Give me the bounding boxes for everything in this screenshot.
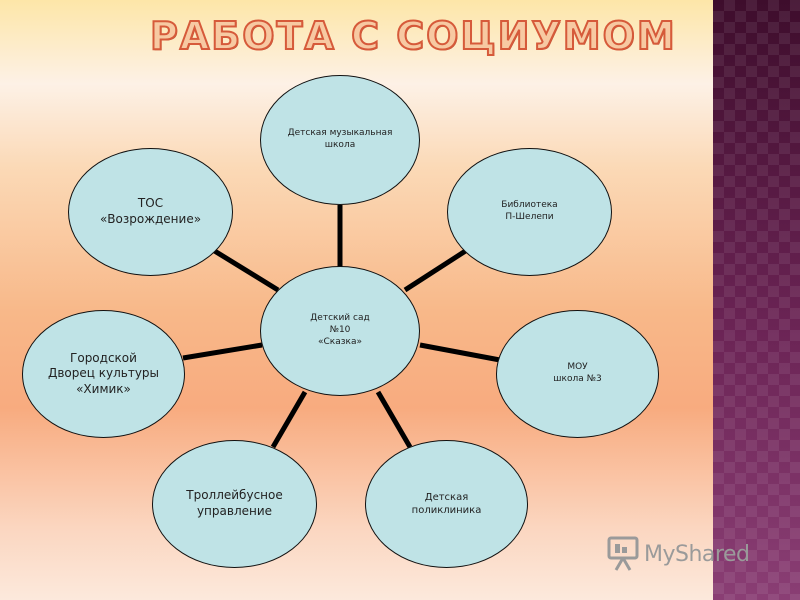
watermark-text: MyShared [644, 541, 750, 567]
node-trolleybus-label: Троллейбусное управление [186, 488, 283, 518]
connector-palace [182, 342, 263, 361]
connector-school [419, 342, 501, 363]
node-palace: Городской Дворец культуры «Химик» [22, 310, 185, 438]
node-clinic: Детская поликлиника [365, 440, 528, 568]
node-trolleybus: Троллейбусное управление [152, 440, 317, 568]
connector-tos [211, 247, 280, 293]
node-music-school: Детская музыкальная школа [260, 75, 420, 205]
connector-trolleybus [270, 390, 308, 449]
node-library: Библиотека П-Шелепи [447, 148, 612, 276]
decorative-side-panel [713, 0, 800, 600]
connector-clinic [375, 390, 413, 449]
node-music-school-label: Детская музыкальная школа [287, 128, 393, 150]
node-tos: ТОС «Возрождение» [68, 148, 233, 276]
node-clinic-label: Детская поликлиника [411, 492, 482, 516]
connector-library [403, 247, 469, 293]
center-node-label: Детский сад №10 «Сказка» [310, 313, 370, 347]
node-tos-label: ТОС «Возрождение» [99, 196, 202, 226]
node-school-label: МОУ школа №3 [553, 362, 602, 384]
node-library-label: Библиотека П-Шелепи [501, 200, 558, 222]
node-school: МОУ школа №3 [496, 310, 659, 438]
center-node-kindergarten: Детский сад №10 «Сказка» [260, 266, 420, 396]
node-palace-label: Городской Дворец культуры «Химик» [47, 350, 160, 396]
presentation-board-icon [607, 536, 639, 571]
watermark: MyShared [606, 536, 750, 572]
